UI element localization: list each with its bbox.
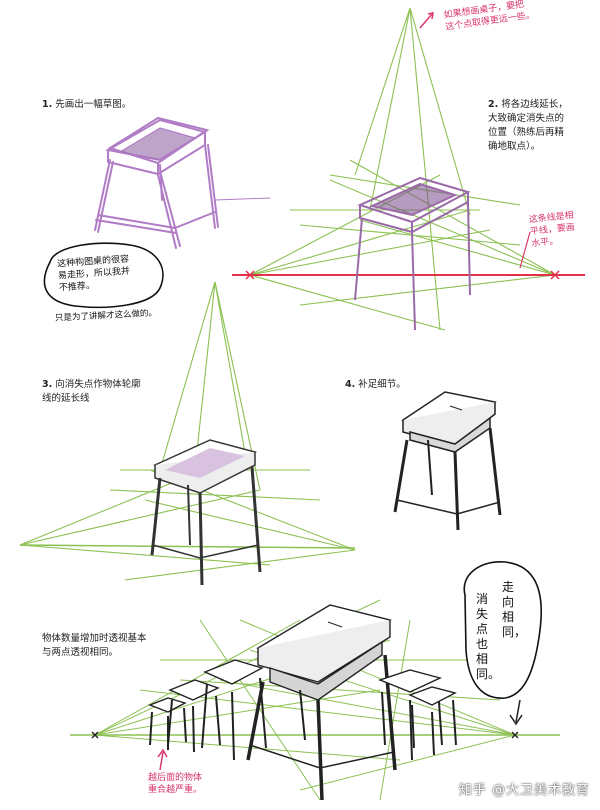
sketch-table-panel2 [354, 176, 471, 331]
vanishing-marks-panel5 [91, 731, 519, 739]
step-2-caption: 2. 将各边线延长， 大致确定消失点的 位置（熟练后再精 确地取点）。 [488, 99, 568, 152]
arrow-top [419, 13, 433, 29]
perspective-lines-panel2 [249, 7, 556, 331]
step-4-caption: 4. 补足细节。 [345, 379, 406, 390]
bubble-2-text: 消失 点也 相同。 走向 相同， [476, 580, 527, 681]
vanishing-point-marks [245, 270, 560, 280]
speech-bubble-1 [43, 242, 164, 309]
watermark: 知乎 @大卫美术教育 [458, 783, 590, 798]
step-1-caption: 1. 先画出一幅草图。 [42, 99, 132, 110]
bubble-1-text: 这种构图桌的很容 易走形，所以我并 不推荐。 [56, 254, 131, 294]
arrow-right [519, 231, 531, 269]
speech-bubble-2 [463, 561, 542, 699]
table-panel4 [393, 391, 502, 531]
table-panel3 [150, 439, 262, 586]
note-bottom: 越后面的物体 重合越严重。 [148, 773, 203, 795]
tables-panel5 [148, 604, 457, 801]
perspective-lines-panel3 [19, 281, 356, 581]
note-right: 这条线是相 平线，要画 水平。 [528, 210, 576, 250]
step-5-caption: 物体数量增加时透视基本 与两点透视相同。 [42, 633, 147, 658]
arrow-bottom [159, 751, 164, 771]
sketch-table-purple [94, 116, 271, 249]
step-3-caption: 3. 向消失点作物体轮廓 线的延长线 [42, 379, 141, 404]
arrow-bubble2 [515, 699, 521, 723]
